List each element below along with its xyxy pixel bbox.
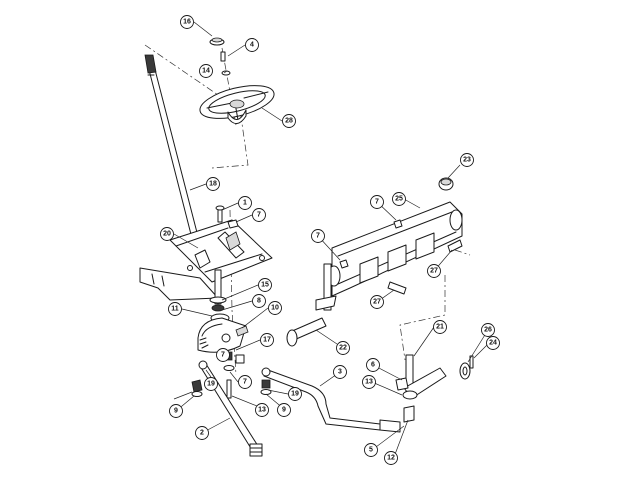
svg-text:17: 17 [263,337,271,344]
wheel-cap [209,37,225,46]
svg-text:27: 27 [430,268,438,275]
callout-7-plate: 7 [252,208,266,222]
svg-text:14: 14 [202,68,210,75]
svg-text:26: 26 [484,327,492,334]
svg-text:7: 7 [243,379,247,386]
axle-nuts [339,219,403,269]
callout-22: 22 [336,341,350,355]
mounting-plate [169,219,273,283]
callout-7-axle-top: 7 [370,195,384,209]
sector-gear [197,317,249,353]
svg-text:21: 21 [436,324,444,331]
callout-27-lower: 27 [370,295,384,309]
callout-19-right: 19 [288,387,302,401]
callout-16: 16 [180,15,194,29]
svg-text:7: 7 [375,199,379,206]
svg-text:15: 15 [261,282,269,289]
callout-8: 8 [252,294,266,308]
callout-7-lower: 7 [238,375,252,389]
callout-14: 14 [199,64,213,78]
callout-3: 3 [333,365,347,379]
svg-text:11: 11 [171,306,179,313]
spindle-washer [459,362,471,380]
tie-rod-hardware [260,379,272,395]
callout-23: 23 [460,153,474,167]
front-axle [327,201,463,297]
svg-text:20: 20 [163,231,171,238]
drag-link [198,360,263,457]
svg-text:6: 6 [371,362,375,369]
svg-text:16: 16 [183,19,191,26]
left-spindle [286,263,337,347]
callout-25: 25 [392,192,406,206]
callout-27-right: 27 [427,264,441,278]
callout-20: 20 [160,227,174,241]
svg-text:7: 7 [221,352,225,359]
svg-text:1: 1 [243,200,247,207]
svg-text:25: 25 [395,196,403,203]
tie-rod [261,367,401,433]
callout-5: 5 [364,443,378,457]
svg-text:4: 4 [250,42,254,49]
left-bracket [139,267,219,301]
plate-nut [227,219,239,229]
svg-text:24: 24 [489,340,497,347]
axle-pivot-bolts [387,239,463,295]
callout-26: 26 [481,323,495,337]
right-spindle [395,354,447,423]
svg-text:13: 13 [365,379,373,386]
svg-text:27: 27 [373,299,381,306]
callout-9-right: 9 [277,403,291,417]
svg-text:2: 2 [200,430,204,437]
callout-18: 18 [206,177,220,191]
svg-text:3: 3 [338,369,342,376]
callout-10: 10 [268,301,282,315]
svg-text:19: 19 [291,391,299,398]
plate-bolt [215,205,225,223]
callout-7-gear: 7 [216,348,230,362]
steering-shaft [144,54,207,259]
callout-12: 12 [384,451,398,465]
drag-link-end-left [191,379,203,397]
wheel-washer [221,70,231,76]
callout-24: 24 [486,336,500,350]
svg-text:5: 5 [369,447,373,454]
callout-7-axle-left: 7 [311,229,325,243]
svg-text:7: 7 [316,233,320,240]
callout-6: 6 [366,358,380,372]
svg-text:18: 18 [209,181,217,188]
svg-text:23: 23 [463,157,471,164]
callout-4: 4 [245,38,259,52]
svg-text:8: 8 [257,298,261,305]
svg-text:10: 10 [271,305,279,312]
svg-text:9: 9 [174,408,178,415]
callout-13-right: 13 [362,375,376,389]
callout-19-left: 19 [204,377,218,391]
svg-text:28: 28 [285,118,293,125]
svg-text:7: 7 [257,212,261,219]
callout-11: 11 [168,302,182,316]
svg-text:22: 22 [339,345,347,352]
callout-2: 2 [195,426,209,440]
svg-text:9: 9 [282,407,286,414]
steering-wheel [199,85,275,124]
callout-1: 1 [238,196,252,210]
callout-21: 21 [433,320,447,334]
hub-cap [438,177,454,191]
callout-9-left: 9 [169,404,183,418]
svg-text:13: 13 [258,407,266,414]
wheel-bolt [220,51,226,62]
callout-15: 15 [258,278,272,292]
svg-text:19: 19 [207,381,215,388]
callout-13-left: 13 [255,403,269,417]
callout-17: 17 [260,333,274,347]
callout-28: 28 [282,114,296,128]
svg-text:12: 12 [387,455,395,462]
